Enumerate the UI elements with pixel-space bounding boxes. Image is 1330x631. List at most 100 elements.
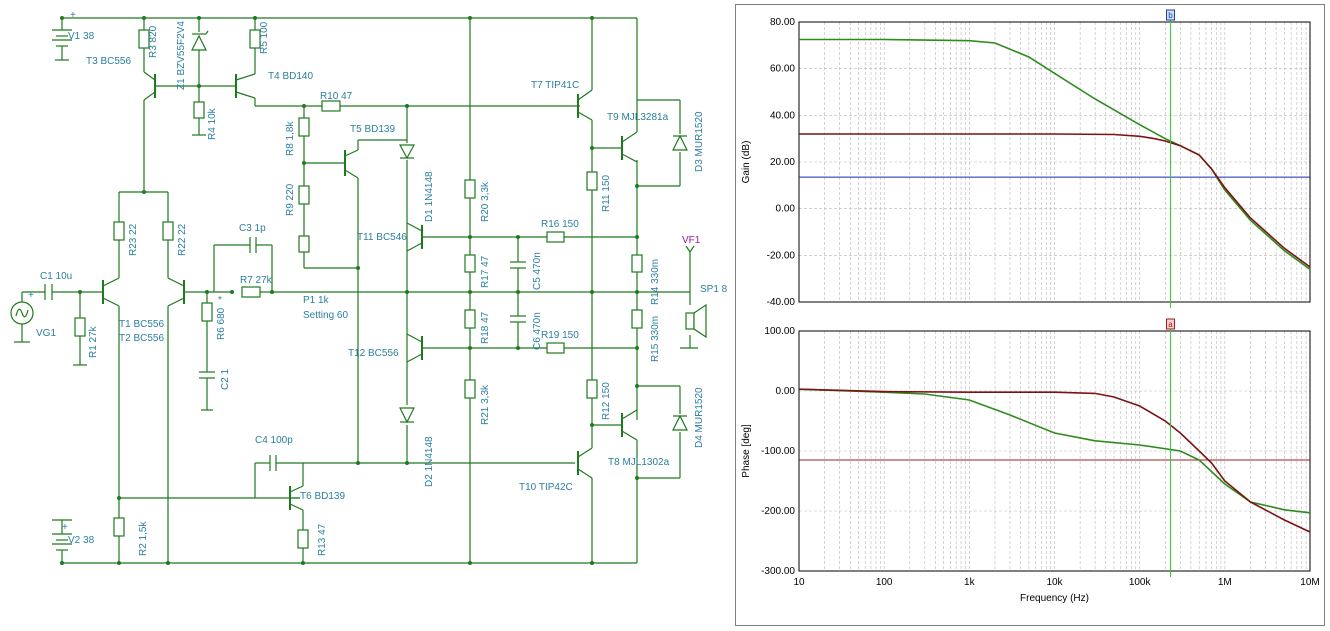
label-r16: R16 150 [541,219,579,230]
y-tick-label: -100.00 [761,446,795,457]
label-plus-2: + [62,522,68,533]
x-axis-label: Frequency (Hz) [1020,593,1089,604]
label-v1: V1 38 [68,31,95,42]
label-r22: R22 22 [177,223,188,256]
diode-d3-icon [672,134,688,151]
label-r15: R15 330m [650,316,661,362]
transistor-t6-icon [289,485,304,511]
plot-frame [798,330,1311,572]
resistor-r18 [464,309,476,329]
label-r9: R9 220 [285,183,296,216]
y-tick-label: -20.00 [767,250,796,261]
label-r5: R5 100 [259,21,270,54]
label-t1: T1 BC556 [119,319,164,330]
resistor-r7 [241,286,261,298]
x-tick-label: 1k [964,577,976,588]
x-tick-label: 10M [1300,577,1319,588]
resistor-r11 [586,171,598,191]
resistor-r2 [113,517,125,537]
y-axis-label: Gain (dB) [741,141,752,184]
capacitor-c5 [510,261,526,269]
label-c1: C1 10u [40,271,72,282]
transistor-t12-icon [406,333,423,363]
resistor-r15 [631,309,643,329]
y-tick-label: 20.00 [770,157,795,168]
battery-v1-icon [52,29,72,61]
y-tick-label: -300.00 [761,566,795,577]
cursor-handle[interactable] [1165,9,1175,21]
ground-symbols [73,134,206,366]
resistor-r20 [464,179,476,199]
bode-plot-window: 80.0060.0040.0020.000.00-20.00-40.00Gain… [735,4,1325,626]
components [10,16,707,565]
label-r11: R11 150 [601,174,612,212]
label-t5: T5 BD139 [350,124,395,135]
label-d4: D4 MUR1520 [694,387,705,448]
label-t9: T9 MJL3281a [607,112,669,123]
label-t2: T2 BC556 [119,333,164,344]
label-r2: R2 1,5k [138,521,149,556]
resistor-r3 [138,29,150,49]
y-tick-label: -40.00 [767,297,796,308]
label-r10: R10 47 [320,91,353,102]
resistor-r5 [249,29,261,49]
amplifier-schematic: V1 38 V2 38 + + + VG1 T3 BC556 T4 BD140 … [10,10,728,565]
transistor-t7-icon [577,89,593,121]
plot-frame [798,21,1311,303]
y-axis-label: Phase [deg] [741,424,752,478]
label-p1: P1 1k [303,295,330,306]
capacitor-c3 [249,237,257,253]
label-c6: C6 470n [532,312,543,350]
resistor-r6 [201,302,213,322]
y-tick-label: 0.00 [776,386,796,397]
resistor-r23 [113,221,125,241]
label-t8: T8 MJL1302a [608,457,670,468]
label-t6: T6 BD139 [300,491,345,502]
cursor-label: a [1168,320,1173,329]
label-t10: T10 TIP42C [519,482,573,493]
label-plus-gen: + [28,290,34,301]
label-r19: R19 150 [541,330,579,341]
label-c5: C5 470n [532,252,543,290]
battery-v2-icon [52,519,72,551]
y-tick-label: 40.00 [770,110,795,121]
capacitor-c4 [269,455,277,471]
x-tick-label: 10 [793,577,805,588]
label-t7: T7 TIP41C [531,80,579,91]
label-r6-mark: * [218,295,222,306]
diode-d2-icon [399,407,415,424]
y-tick-label: 80.00 [770,17,795,28]
transistor-t4-icon [235,73,256,99]
cursor-handle[interactable] [1165,318,1175,330]
y-tick-label: -200.00 [761,506,795,517]
label-vf1: VF1 [682,235,701,246]
resistor-r21 [464,379,476,399]
resistor-r1 [74,317,86,337]
label-r14: R14 330m [650,259,661,305]
x-tick-label: 10k [1046,577,1063,588]
label-plus-1: + [70,10,76,21]
label-r4: R4 10k [207,107,218,140]
resistor-r22 [162,221,174,241]
speaker-icon [680,303,707,349]
transistor-t10-icon [577,447,593,479]
transistor-t11-icon [406,222,423,252]
label-r6: R6 680 [216,307,227,340]
transistor-t5-icon [344,149,359,179]
label-c4: C4 100p [255,435,293,446]
capacitor-c1 [44,284,53,300]
series-line-1 [798,388,1311,533]
label-r13: R13 47 [317,523,328,556]
voltage-probe-icon [685,245,695,253]
resistor-r10 [321,100,341,112]
junction-dots [60,16,639,565]
transistor-t2-icon [167,277,190,307]
label-r8: R8 1,8k [285,121,296,156]
resistor-r13 [297,529,309,549]
signal-generator-icon [10,301,34,343]
wires [21,17,691,564]
label-c3: C3 1p [239,223,266,234]
label-r23: R23 22 [128,223,139,256]
x-tick-label: 100 [876,577,893,588]
